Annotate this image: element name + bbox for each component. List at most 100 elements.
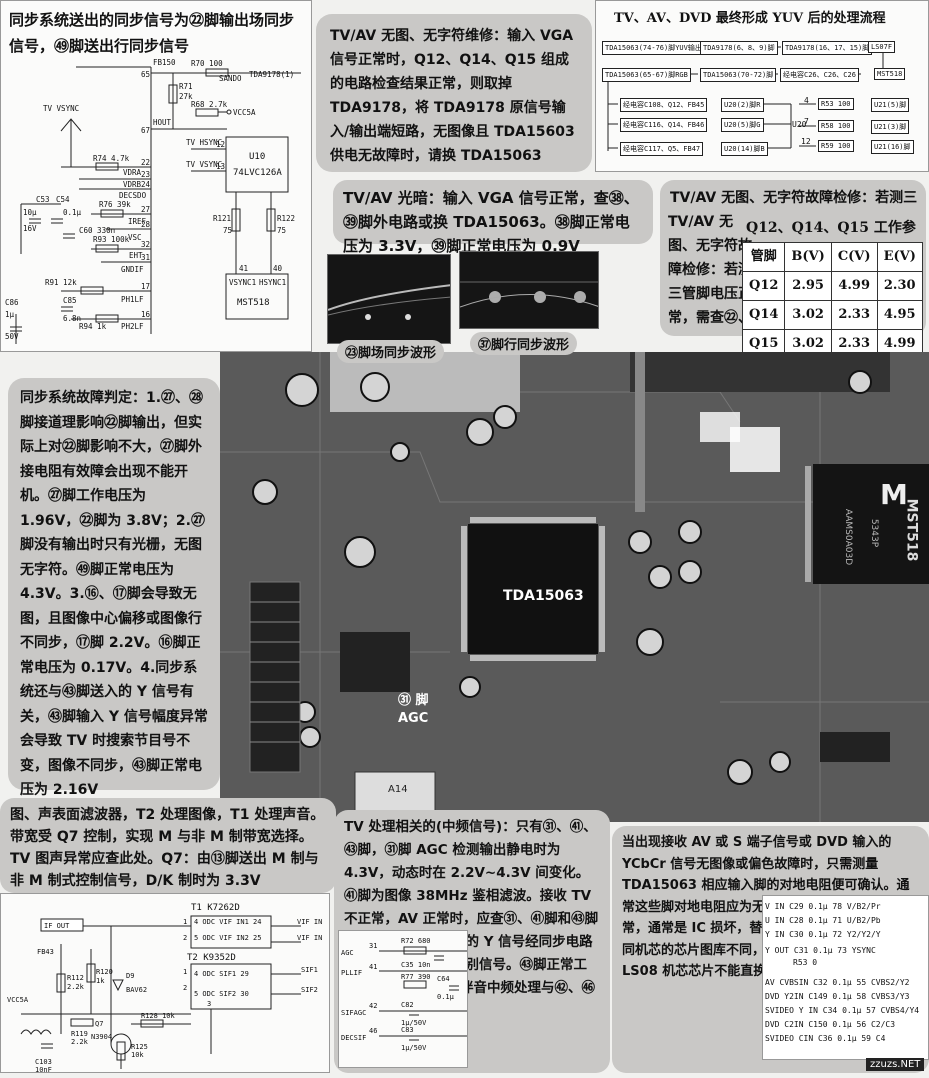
flow-pin-12: 12 <box>801 137 811 146</box>
flow-box-11: 经电容C116、Q14、FB46 <box>620 118 708 132</box>
sif1-label: SIF1 <box>301 966 318 974</box>
agc-pin-41: 41 <box>369 963 377 971</box>
if-schematic-panel: IF OUT FB43 R112 2.2k R120 1k D9 BAV62 V… <box>0 893 330 1074</box>
site-watermark: zzuzs.NET <box>866 1058 925 1071</box>
flow-box-u21-5: U21(5)脚 <box>871 98 910 112</box>
label-vsc: VSC <box>128 233 142 242</box>
flow-box-7: TDA15063(65-67)脚RGB <box>602 68 691 82</box>
flow-box-6: MST518 <box>874 68 906 80</box>
t1-pin5: 5 ODC VIF IN2 25 <box>194 934 261 942</box>
tv-av-dim-note: TV/AV 光暗：输入 VGA 信号正常，查㊳、㊴脚外电路或换 TDA15063… <box>333 180 653 255</box>
label-r76: R76 39k <box>99 200 131 209</box>
label-r71: R71 <box>179 82 193 91</box>
label-tda9178: TDA9178(1) <box>249 70 294 79</box>
sif2-label: SIF2 <box>301 986 318 994</box>
label-iref: IREF <box>128 217 147 226</box>
t2-label: T2 K9352D <box>187 953 236 963</box>
agc-schematic-panel: AGC 31 R72 680 C35 10n PLLIF 41 R77 390 … <box>338 930 468 1068</box>
input-row: Y IN C30 0.1μ 72 Y2/Y2/Y <box>765 930 881 939</box>
r125-label: R125 <box>131 1043 148 1051</box>
params-cell: 2.30 <box>876 271 923 301</box>
params-cell: 4.95 <box>876 300 923 330</box>
label-hout: HOUT <box>153 118 172 127</box>
r112-value: 2.2k <box>67 983 85 991</box>
label-tv-vsync: TV VSYNC <box>186 160 222 169</box>
if-related-note: TV 处理相关的(中频信号)：只有㉛、㊶、㊸脚，㉛脚 AGC 检测输出静电时为 … <box>334 810 610 1073</box>
label-c86-value: 1μ <box>5 310 15 319</box>
input-row: AV CVBSIN C32 0.1μ 55 CVBS2/Y2 <box>765 978 910 987</box>
label-r94: R94 1k <box>79 322 107 331</box>
c64-value: 0.1μ <box>437 993 455 1001</box>
fb43-label: FB43 <box>37 948 54 956</box>
yuv-flow-arrows <box>607 46 884 151</box>
label-vcc5a: VCC5A <box>233 108 256 117</box>
t2-pin5: 5 ODC SIF2 30 <box>194 990 249 998</box>
params-table-row: Q14 3.02 2.33 4.95 <box>741 300 923 330</box>
label-sando: SANDO <box>219 74 242 83</box>
r119-value: 2.2k <box>71 1038 89 1046</box>
sync-schematic-title: 同步系统送出的同步信号为㉒脚输出场同步信号，㊾脚送出行同步信号 <box>9 11 295 55</box>
vcc5a-label: VCC5A <box>7 996 29 1004</box>
label-c53: C53 <box>36 195 50 204</box>
flow-box-9: 经电容C108、Q12、FB45 <box>620 98 708 112</box>
r119-label: R119 <box>71 1030 88 1038</box>
params-cell: 2.33 <box>830 300 878 330</box>
saw-filter-note: 图、声表面滤波器，T2 处理图像，T1 处理声音。带宽受 Q7 控制，实现 M … <box>0 798 336 893</box>
pllif-label: PLLIF <box>341 969 362 977</box>
decsif-label: DECSIF <box>341 1034 366 1042</box>
label-vdrb: VDRB <box>123 180 142 189</box>
c83-value: 1μ/50V <box>401 1044 427 1052</box>
sync-schematic-diagram: FB150 R70 100 SANDO TDA9178(1) R71 27k R… <box>5 59 301 344</box>
params-cell: 3.02 <box>784 300 832 330</box>
params-cell: Q12 <box>741 271 786 301</box>
agc-pin-42: 42 <box>369 1002 377 1010</box>
flow-box-2: TDA9178(6、8、9)脚 <box>700 41 778 55</box>
input-check-text: 当出现接收 AV 或 S 端子信号或 DVD 输入的 YCbCr 信号无图像或偏… <box>622 835 916 979</box>
no-picture-check-text: TV/AV 无图、无字符故障检修：若测三管脚电压正常，需查㉒、㊾脚同步信号 <box>668 214 752 326</box>
yuv-flow-title: TV、AV、DVD 最终形成 YUV 后的处理流程 <box>614 11 886 26</box>
label-u10-part: 74LVC126A <box>233 168 282 178</box>
params-cell: 4.99 <box>830 271 878 301</box>
flow-box-r59: R59 100 <box>818 140 854 152</box>
mst-brand-mark: M <box>880 478 908 511</box>
pin-67: 67 <box>141 126 150 135</box>
label-c54: C54 <box>56 195 70 204</box>
q7-label: Q7 <box>95 1020 103 1028</box>
agc-pin-46: 46 <box>369 1027 377 1035</box>
vif-in-label-1: VIF IN <box>297 918 322 926</box>
pin-28: 28 <box>141 220 151 229</box>
params-header-pin: 管脚 <box>741 242 786 272</box>
c64-label: C64 <box>437 975 450 983</box>
flow-box-1: TDA15063(74-76)脚YUV输出 <box>602 41 705 55</box>
agc-pin-31: 31 <box>369 942 377 950</box>
pcb-drawing <box>220 352 929 822</box>
label-r71-value: 27k <box>179 92 193 101</box>
r120-value: 1k <box>96 977 105 985</box>
params-table-header: 管脚 B(V) C(V) E(V) <box>741 242 923 272</box>
label-c86: C86 <box>5 298 19 307</box>
pin-27: 27 <box>141 205 150 214</box>
label-tv-vsync-top: TV VSYNC <box>43 104 79 113</box>
pin-65: 65 <box>141 70 150 79</box>
flow-box-3: TDA9178(16、17、15)脚 <box>782 41 873 55</box>
pin-41: 41 <box>239 264 248 273</box>
pin-13: 13 <box>216 162 225 171</box>
pin-31: 31 <box>141 253 150 262</box>
label-c53-volt: 16V <box>23 224 37 233</box>
params-table: 管脚 B(V) C(V) E(V) Q12 2.95 4.99 2.30 Q14… <box>741 242 923 359</box>
params-cell: Q14 <box>741 300 786 330</box>
label-ph2lf: PH2LF <box>121 322 144 331</box>
label-c86-volt: 50V <box>5 332 19 341</box>
pin-22: 22 <box>141 158 150 167</box>
t2-pin-3: 3 <box>207 1000 211 1008</box>
t1-pin-1: 1 <box>183 918 187 926</box>
label-fb150: FB150 <box>153 59 176 67</box>
t2-pin4: 4 ODC SIF1 29 <box>194 970 249 978</box>
c103-label: C103 <box>35 1058 52 1066</box>
r77-label: R77 390 <box>401 973 431 981</box>
pin-24: 24 <box>141 180 151 189</box>
label-u10: U10 <box>249 152 265 162</box>
label-vdra: VDRA <box>123 168 142 177</box>
r112-label: R112 <box>67 974 84 982</box>
flow-box-4: LS07F <box>868 41 896 53</box>
